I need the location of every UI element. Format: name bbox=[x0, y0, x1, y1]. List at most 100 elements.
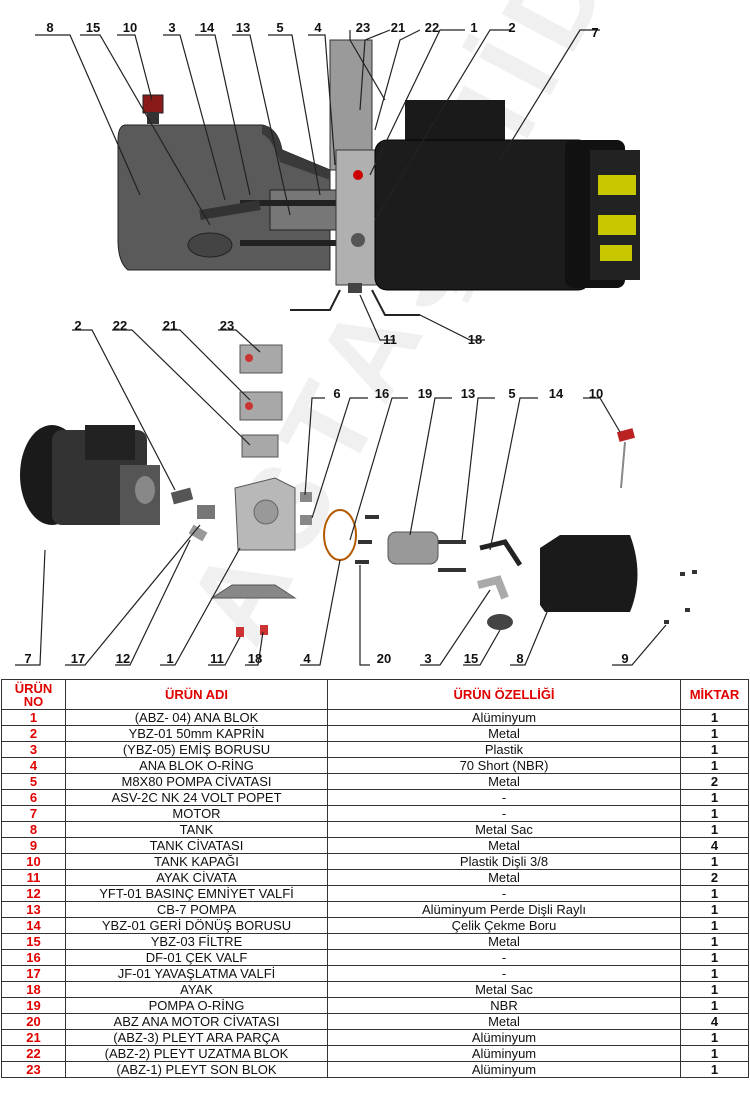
cell-part-no: 2 bbox=[1, 725, 66, 742]
top-callout: 18 bbox=[468, 332, 482, 347]
cell-part-no: 12 bbox=[1, 885, 66, 902]
top-callout: 1 bbox=[470, 20, 477, 35]
top-callout: 14 bbox=[200, 20, 215, 35]
cell-part-no: 8 bbox=[1, 821, 66, 838]
cell-quantity: 1 bbox=[680, 981, 749, 998]
cell-part-spec: - bbox=[327, 885, 681, 902]
cell-quantity: 1 bbox=[680, 965, 749, 982]
mid-callout: 10 bbox=[589, 386, 603, 401]
cell-quantity: 1 bbox=[680, 933, 749, 950]
cell-part-no: 23 bbox=[1, 1061, 66, 1078]
bottom-callout: 7 bbox=[24, 651, 31, 666]
cell-part-no: 15 bbox=[1, 933, 66, 950]
cell-part-no: 7 bbox=[1, 805, 66, 822]
cell-part-no: 4 bbox=[1, 757, 66, 774]
cell-quantity: 1 bbox=[680, 917, 749, 934]
cell-part-name: TANK KAPAĞI bbox=[65, 853, 328, 870]
cell-part-name: TANK bbox=[65, 821, 328, 838]
cell-part-name: YFT-01 BASINÇ EMNİYET VALFİ bbox=[65, 885, 328, 902]
mid-callout: 2 bbox=[74, 318, 81, 333]
mid-callout: 22 bbox=[113, 318, 127, 333]
cell-part-name: JF-01 YAVAŞLATMA VALFİ bbox=[65, 965, 328, 982]
cell-part-spec: Metal bbox=[327, 773, 681, 790]
bottom-callout: 1 bbox=[166, 651, 173, 666]
cell-part-no: 3 bbox=[1, 741, 66, 758]
table-header-row: ÜRÜN NO ÜRÜN ADI ÜRÜN ÖZELLİĞİ MİKTAR bbox=[1, 679, 749, 710]
cell-part-spec: Çelik Çekme Boru bbox=[327, 917, 681, 934]
cell-part-name: YBZ-03 FİLTRE bbox=[65, 933, 328, 950]
cell-part-name: (ABZ-1) PLEYT SON BLOK bbox=[65, 1061, 328, 1078]
cell-part-no: 5 bbox=[1, 773, 66, 790]
mid-callout: 5 bbox=[508, 386, 515, 401]
header-name: ÜRÜN ADI bbox=[65, 679, 328, 710]
bottom-callout: 9 bbox=[621, 651, 628, 666]
cell-quantity: 1 bbox=[680, 821, 749, 838]
assembled-unit-illustration bbox=[117, 39, 640, 316]
cell-part-no: 19 bbox=[1, 997, 66, 1014]
top-callout: 8 bbox=[46, 20, 53, 35]
cell-part-name: ABZ ANA MOTOR CİVATASI bbox=[65, 1013, 328, 1030]
cell-part-spec: - bbox=[327, 949, 681, 966]
cell-part-name: ANA BLOK O-RİNG bbox=[65, 757, 328, 774]
cell-quantity: 1 bbox=[680, 997, 749, 1014]
cell-part-no: 17 bbox=[1, 965, 66, 982]
mid-callout: 13 bbox=[461, 386, 475, 401]
cell-part-spec: Alüminyum bbox=[327, 709, 681, 726]
cell-part-name: YBZ-01 50mm KAPRİN bbox=[65, 725, 328, 742]
cell-part-spec: Plastik Dişli 3/8 bbox=[327, 853, 681, 870]
bottom-leader-lines bbox=[15, 524, 667, 666]
cell-part-no: 21 bbox=[1, 1029, 66, 1046]
bottom-callout: 8 bbox=[516, 651, 523, 666]
mid-callout: 21 bbox=[163, 318, 177, 333]
cell-quantity: 4 bbox=[680, 837, 749, 854]
cell-part-spec: NBR bbox=[327, 997, 681, 1014]
cell-quantity: 1 bbox=[680, 805, 749, 822]
mid-callout: 6 bbox=[333, 386, 340, 401]
cell-part-name: (YBZ-05) EMİŞ BORUSU bbox=[65, 741, 328, 758]
top-callout-labels: 8 15 10 3 14 13 5 4 23 21 22 1 2 7 11 18 bbox=[46, 20, 598, 347]
cell-quantity: 1 bbox=[680, 901, 749, 918]
parts-list-table: ÜRÜN NO ÜRÜN ADI ÜRÜN ÖZELLİĞİ MİKTAR 1 (… bbox=[1, 679, 749, 1078]
cell-part-no: 16 bbox=[1, 949, 66, 966]
cell-part-spec: Alüminyum bbox=[327, 1029, 681, 1046]
cell-part-name: POMPA O-RİNG bbox=[65, 997, 328, 1014]
cell-part-spec: Plastik bbox=[327, 741, 681, 758]
cell-part-name: MOTOR bbox=[65, 805, 328, 822]
cell-quantity: 1 bbox=[680, 789, 749, 806]
bottom-callout: 11 bbox=[210, 651, 224, 666]
cell-part-no: 18 bbox=[1, 981, 66, 998]
cell-part-spec: - bbox=[327, 805, 681, 822]
cell-quantity: 1 bbox=[680, 885, 749, 902]
cell-part-name: M8X80 POMPA CİVATASI bbox=[65, 773, 328, 790]
top-callout: 15 bbox=[86, 20, 100, 35]
cell-quantity: 2 bbox=[680, 773, 749, 790]
top-callout: 11 bbox=[383, 332, 397, 347]
cell-part-spec: Alüminyum bbox=[327, 1045, 681, 1062]
top-callout: 23 bbox=[356, 20, 370, 35]
top-callout: 5 bbox=[276, 20, 283, 35]
cell-quantity: 1 bbox=[680, 725, 749, 742]
cell-quantity: 4 bbox=[680, 1013, 749, 1030]
cell-part-spec: Metal bbox=[327, 837, 681, 854]
mid-leader-lines bbox=[72, 329, 621, 551]
cell-part-no: 6 bbox=[1, 789, 66, 806]
exploded-parts-illustration bbox=[20, 344, 697, 637]
bottom-callout: 18 bbox=[248, 651, 262, 666]
top-callout: 10 bbox=[123, 20, 137, 35]
top-callout: 4 bbox=[314, 20, 322, 35]
top-callout: 3 bbox=[168, 20, 175, 35]
